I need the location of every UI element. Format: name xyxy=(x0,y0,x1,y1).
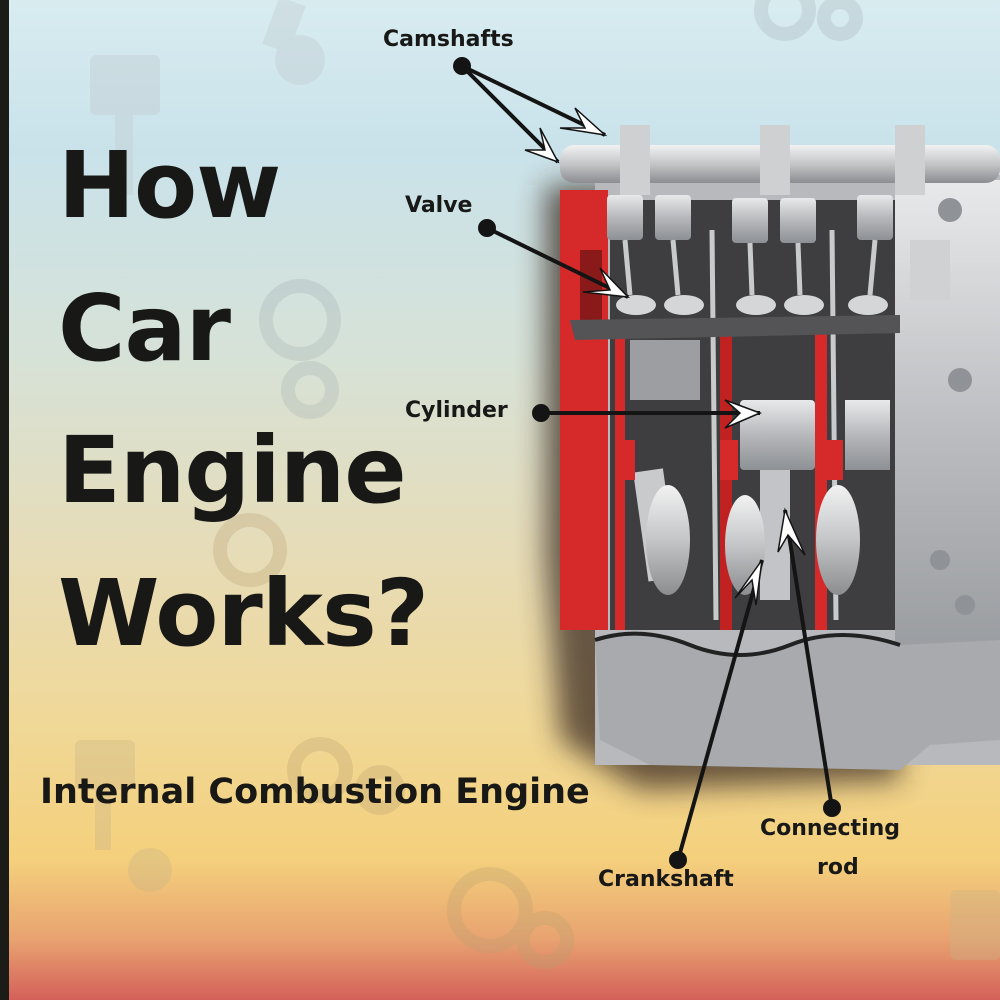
gear-icon xyxy=(213,513,574,969)
arrowhead-icon xyxy=(524,107,806,606)
label-camshafts: Camshafts xyxy=(383,27,514,52)
label-crankshaft: Crankshaft xyxy=(598,867,734,892)
label-cylinder: Cylinder xyxy=(405,398,508,423)
label-connecting-rod-line1: Connecting xyxy=(760,816,901,841)
title-line-1: How xyxy=(58,132,281,239)
piston-icon xyxy=(90,0,325,195)
label-valve: Valve xyxy=(405,193,473,218)
label-connecting-rod-line2: rod xyxy=(817,855,859,880)
title-line-3: Engine xyxy=(58,417,407,524)
left-border-bar xyxy=(0,0,9,1000)
subtitle: Internal Combustion Engine xyxy=(40,772,590,812)
piston-icon xyxy=(75,740,1000,960)
title-line-4: Works? xyxy=(58,560,429,667)
gear-icon xyxy=(259,0,863,419)
title-line-2: Car xyxy=(58,275,231,382)
